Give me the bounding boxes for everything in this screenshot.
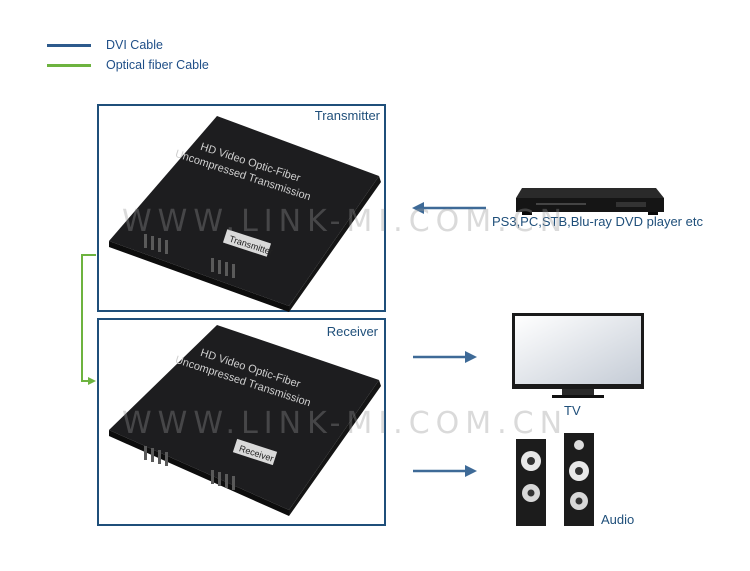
transmitter-panel: Transmitter Transmitter HD Video Optic-F…	[97, 104, 386, 312]
watermark-bottom: WWW.LINK-MI.COM.CN	[122, 406, 569, 441]
source-label: PS3,PC,STB,Blu-ray DVD player etc	[492, 214, 703, 229]
receiver-panel: Receiver Receiver HD Video Optic-Fiber U…	[97, 318, 386, 526]
legend-dvi-swatch	[47, 44, 91, 47]
legend-fiber-swatch	[47, 64, 91, 67]
tv-label: TV	[564, 403, 581, 418]
audio-label: Audio	[601, 512, 635, 527]
speakers-icon	[516, 433, 594, 526]
receiver-panel-label: Receiver	[326, 324, 378, 339]
tv-icon	[512, 313, 644, 398]
legend-fiber-label: Optical fiber Cable	[106, 58, 209, 72]
transmitter-device: Transmitter HD Video Optic-Fiber Uncompr…	[109, 116, 381, 312]
transmitter-panel-label: Transmitter	[314, 108, 380, 123]
watermark-top: WWW.LINK-MI.COM.CN	[122, 204, 569, 239]
receiver-device: Receiver HD Video Optic-Fiber Uncompress…	[109, 325, 381, 516]
dvd-player-icon	[516, 188, 664, 215]
legend-dvi-label: DVI Cable	[106, 38, 163, 52]
